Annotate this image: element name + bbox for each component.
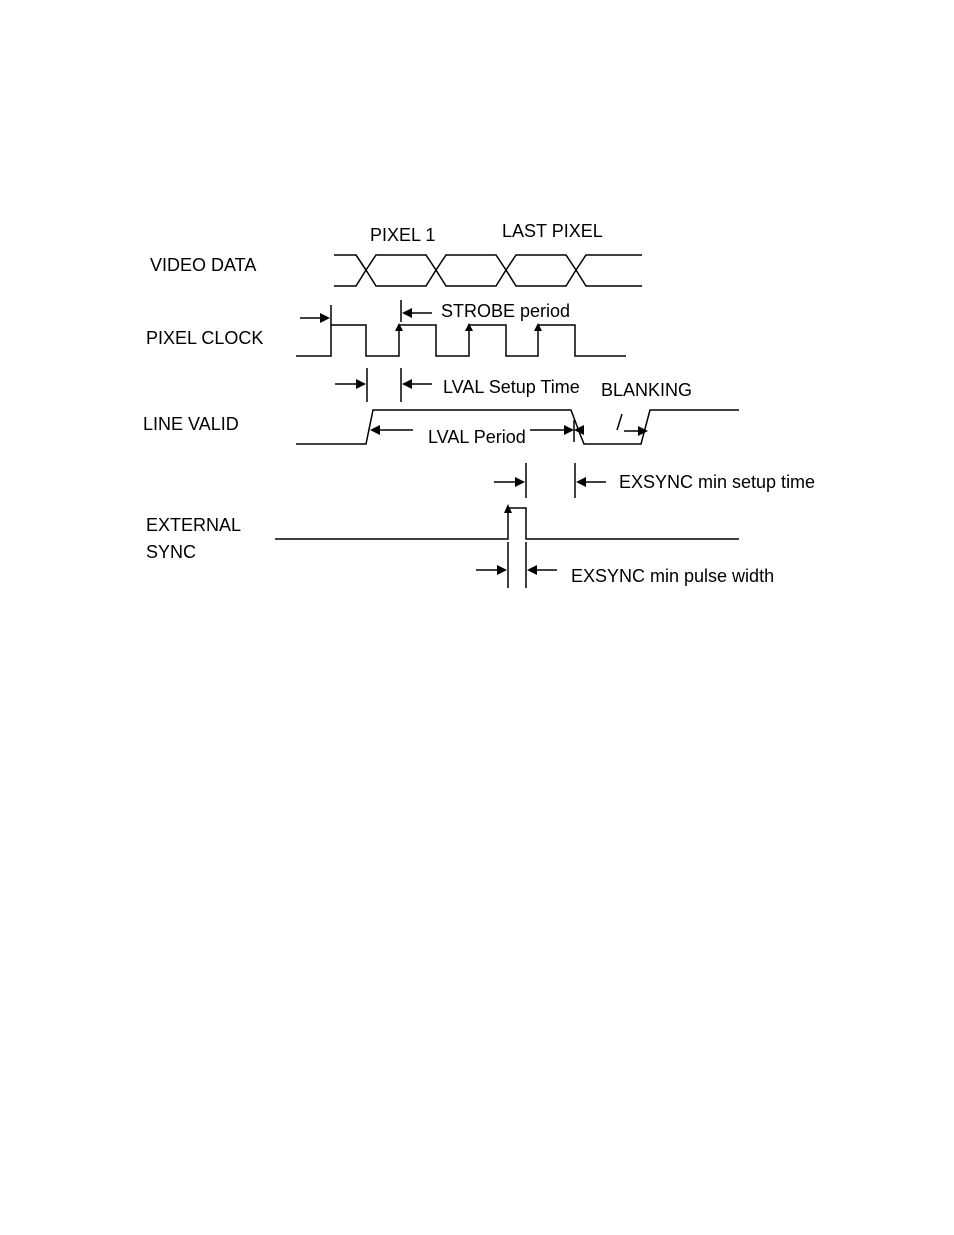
lval-setup-time-marker: [335, 368, 432, 402]
pixel-clock-label: PIXEL CLOCK: [146, 328, 263, 348]
exsync-min-setup-time-label: EXSYNC min setup time: [619, 472, 815, 492]
lval-setup-time-label: LVAL Setup Time: [443, 377, 580, 397]
rising-edge-arrow: [465, 323, 473, 331]
rising-edge-arrow: [395, 323, 403, 331]
last-pixel-label: LAST PIXEL: [502, 221, 603, 241]
rising-edge-arrow: [534, 323, 542, 331]
strobe-period-label: STROBE period: [441, 301, 570, 321]
strobe-period-marker: [401, 300, 432, 322]
video-data-waveform: [334, 255, 642, 286]
line-valid-label: LINE VALID: [143, 414, 239, 434]
lval-period-label: LVAL Period: [428, 427, 526, 447]
external-sync-label-line2: SYNC: [146, 542, 196, 562]
pixel-clock-waveform: [296, 323, 626, 356]
exsync-setup-time-marker: [494, 463, 606, 498]
exsync-min-pulse-width-label: EXSYNC min pulse width: [571, 566, 774, 586]
clock-delay-marker: [300, 305, 331, 325]
blanking-marker: [617, 414, 648, 436]
blanking-label: BLANKING: [601, 380, 692, 400]
external-sync-waveform: [275, 504, 739, 539]
external-sync-label-line1: EXTERNAL: [146, 515, 241, 535]
exsync-pulse-width-marker: [476, 542, 557, 588]
video-data-label: VIDEO DATA: [150, 255, 256, 275]
pixel-1-label: PIXEL 1: [370, 225, 435, 245]
